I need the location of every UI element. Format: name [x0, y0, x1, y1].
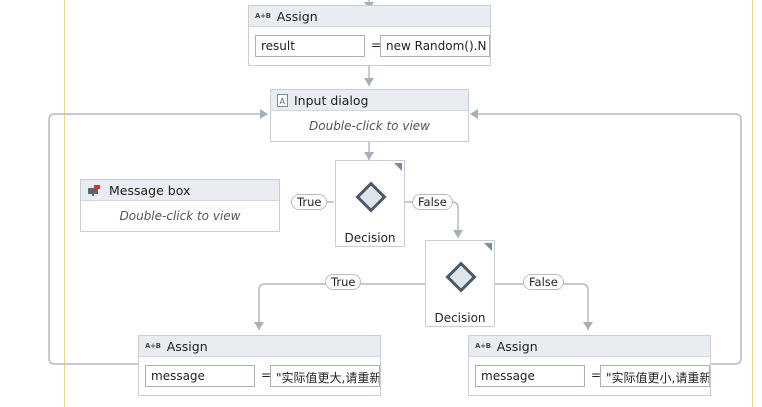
arrowhead-assign-right: [583, 322, 593, 330]
decision-1-false-label: False: [412, 194, 453, 210]
assign-to-field[interactable]: result: [255, 35, 365, 57]
arrowhead-loop-right: [470, 109, 478, 119]
assign-to-field[interactable]: message: [145, 365, 255, 387]
arrowhead-assign-left: [254, 322, 264, 330]
decision-2-true-label: True: [325, 274, 362, 290]
message-box-title: Message box: [109, 182, 191, 198]
input-dialog-icon: A: [277, 93, 288, 107]
message-box-header: Message box: [81, 180, 279, 201]
assign-activity-top[interactable]: A+B Assign result = new Random().N: [248, 5, 491, 66]
assign-title: Assign: [166, 338, 208, 354]
arrowhead-decision2: [453, 230, 463, 238]
arrowhead-input: [364, 78, 374, 86]
assign-ab-icon: A+B: [475, 342, 491, 350]
assign-header: A+B Assign: [139, 336, 380, 357]
assign-header: A+B Assign: [249, 6, 490, 27]
connector-loop-left: [48, 113, 266, 365]
arrowhead-loop-left: [260, 109, 268, 119]
input-dialog-activity[interactable]: A Input dialog Double-click to view: [270, 89, 469, 142]
assign-title: Assign: [276, 8, 318, 24]
message-box-icon: [88, 185, 100, 196]
assign-activity-right[interactable]: A+B Assign message = "实际值更小,请重新: [468, 335, 711, 396]
assign-title: Assign: [496, 338, 538, 354]
assign-value-field[interactable]: "实际值更大,请重新: [270, 365, 380, 387]
decision-corner-icon: [394, 163, 402, 171]
assign-ab-icon: A+B: [255, 12, 271, 20]
decision-2-false-label: False: [523, 274, 564, 290]
arrowhead-decision1: [364, 152, 374, 160]
svg-text:A: A: [280, 97, 286, 106]
assign-ab-icon: A+B: [145, 342, 161, 350]
decision-2[interactable]: Decision: [425, 240, 495, 327]
decision-1[interactable]: Decision: [335, 160, 405, 247]
equals-sign: =: [261, 368, 272, 382]
decision-label: Decision: [344, 231, 396, 245]
assign-value-field[interactable]: new Random().N: [380, 35, 490, 57]
assign-to-field[interactable]: message: [475, 365, 585, 387]
connector-decision2-false: [495, 283, 589, 330]
connector-loop-right: [472, 113, 742, 365]
assign-header: A+B Assign: [469, 336, 710, 357]
flowchart-right-border: [752, 0, 753, 407]
input-dialog-placeholder: Double-click to view: [309, 119, 430, 133]
input-dialog-header: A Input dialog: [271, 90, 468, 111]
decision-1-true-label: True: [291, 194, 328, 210]
decision-label: Decision: [434, 311, 486, 325]
equals-sign: =: [371, 38, 382, 52]
decision-corner-icon: [484, 243, 492, 251]
message-box-placeholder: Double-click to view: [119, 209, 241, 223]
flowchart-left-border: [64, 0, 65, 407]
equals-sign: =: [591, 368, 602, 382]
decision-diamond-icon: [355, 181, 387, 213]
input-dialog-title: Input dialog: [294, 92, 369, 108]
decision-diamond-icon: [445, 261, 477, 293]
connector-decision2-true: [258, 283, 425, 330]
message-box-activity[interactable]: Message box Double-click to view: [80, 179, 280, 232]
assign-activity-left[interactable]: A+B Assign message = "实际值更大,请重新: [138, 335, 381, 396]
assign-value-field[interactable]: "实际值更小,请重新: [600, 365, 710, 387]
